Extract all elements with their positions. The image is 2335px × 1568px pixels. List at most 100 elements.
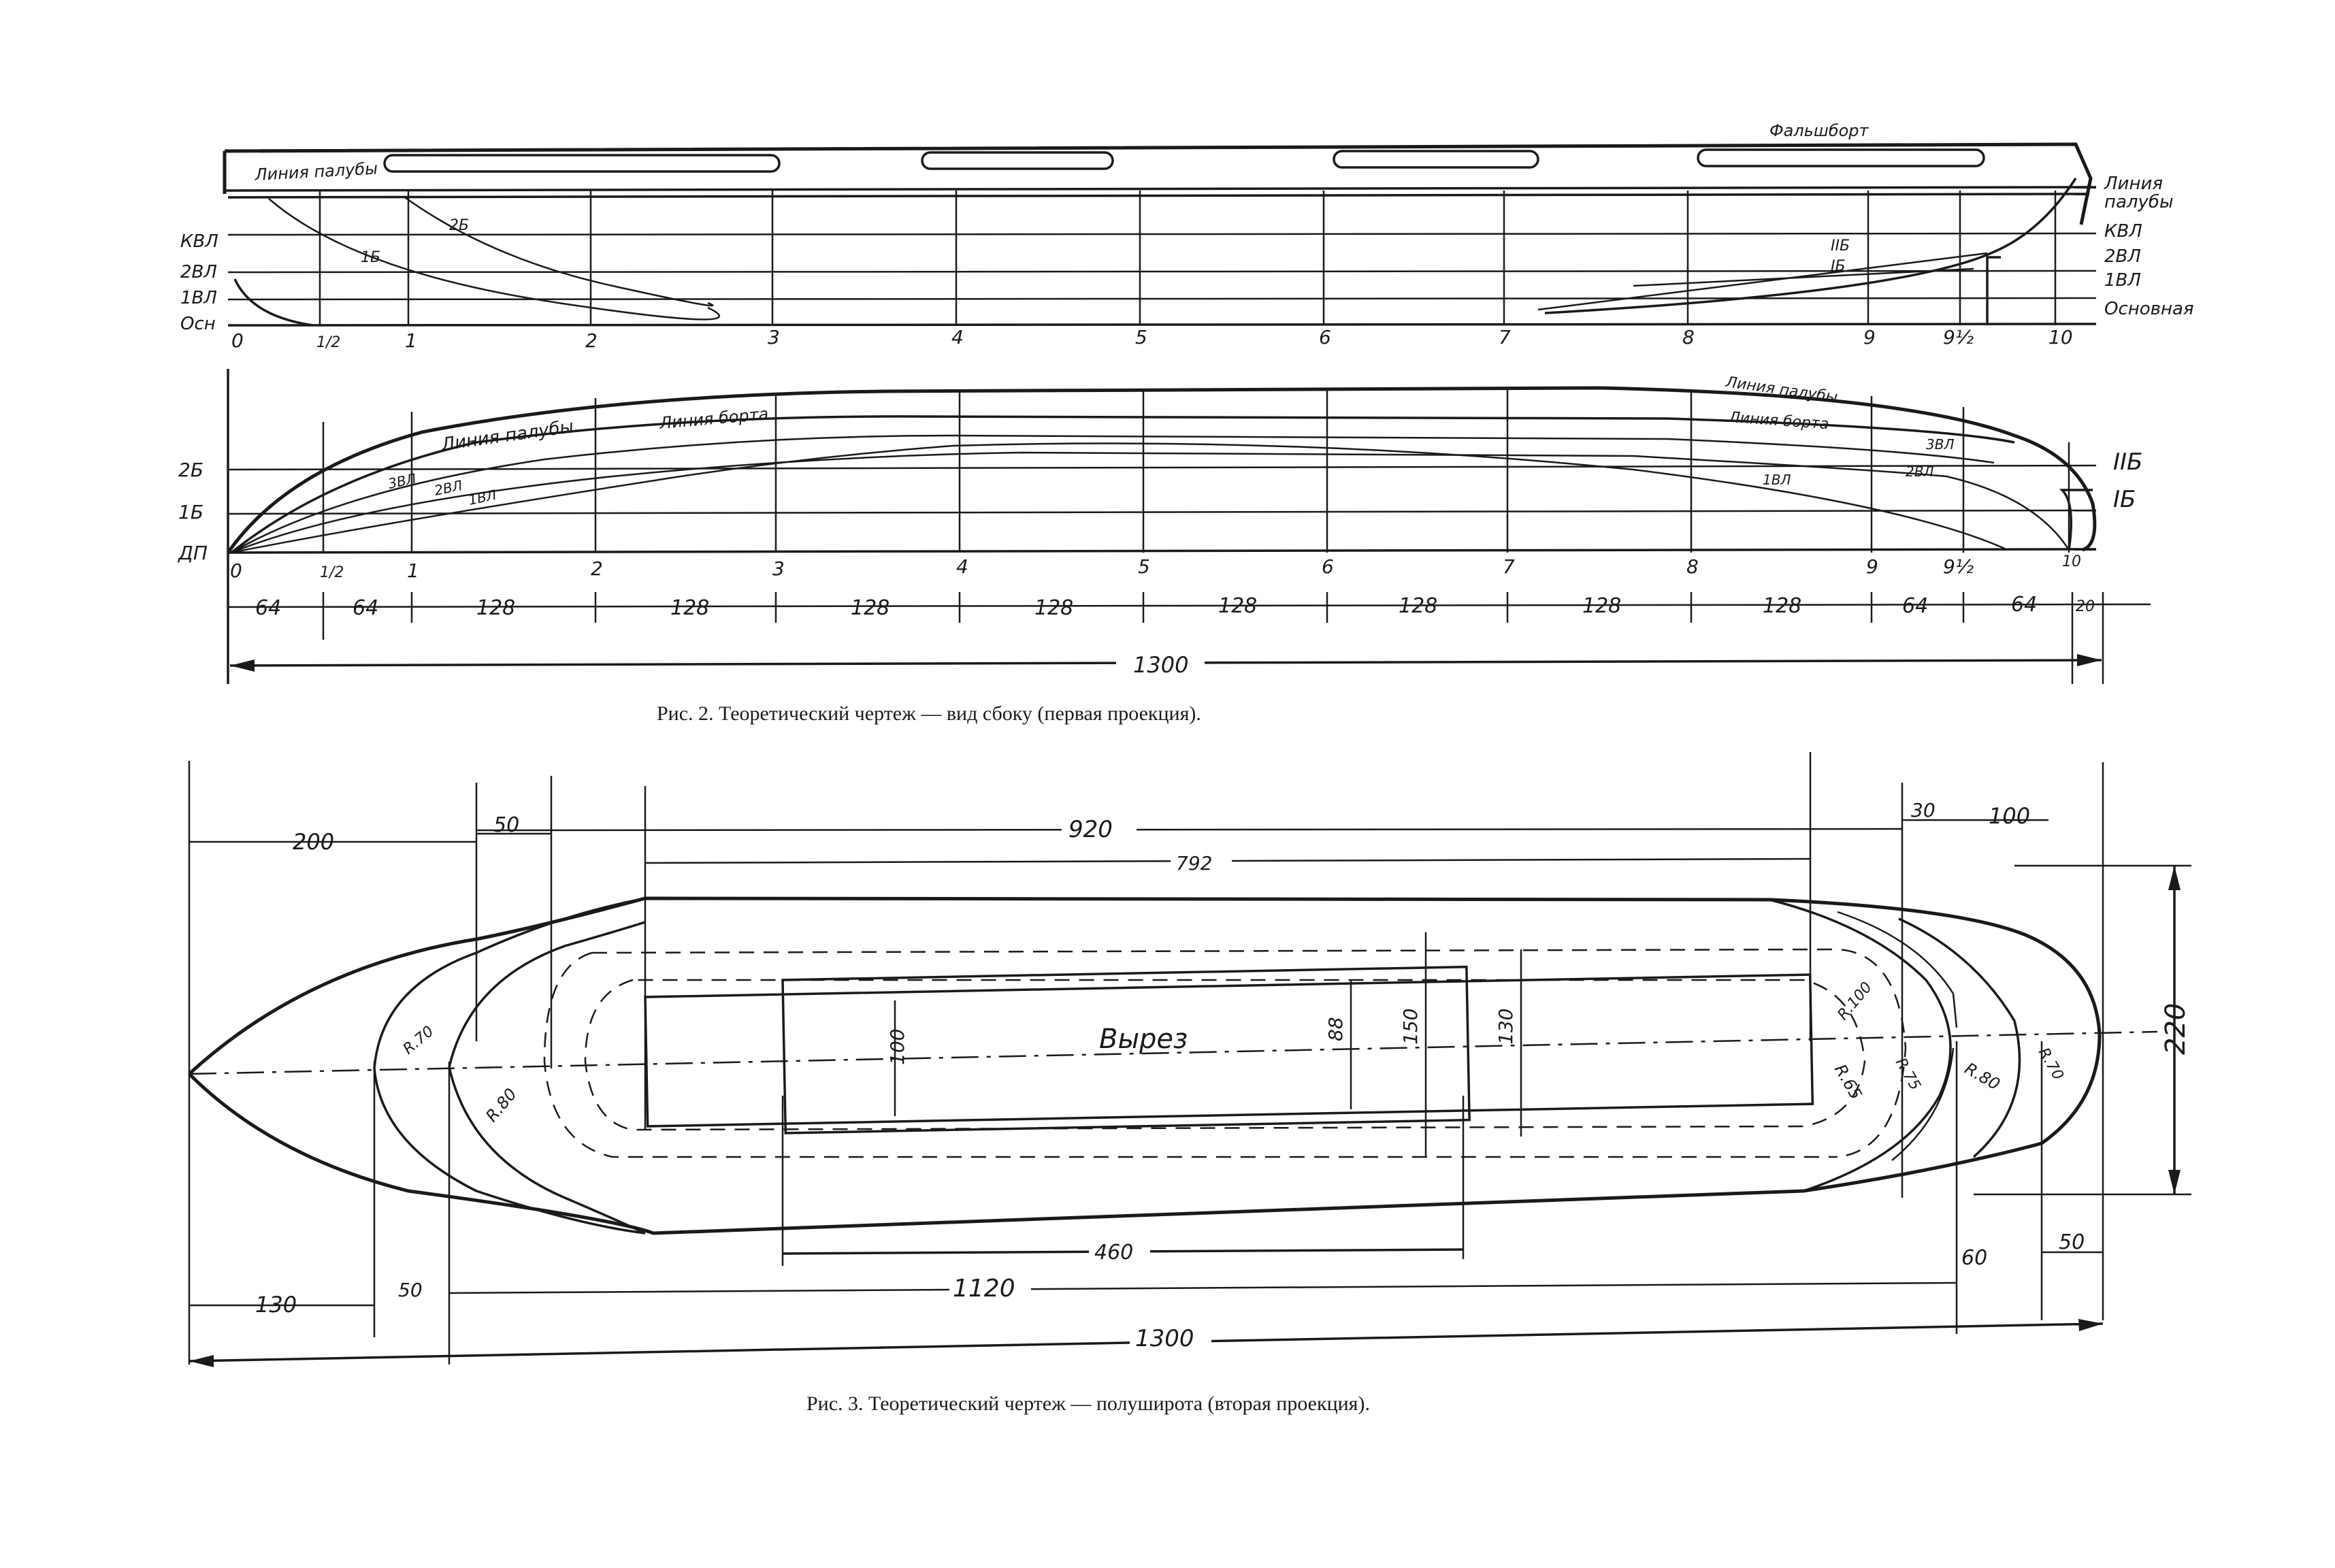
spacing-10: 64 bbox=[1902, 594, 1928, 618]
station-bottom-0: 0 bbox=[230, 559, 242, 582]
radius-r80-stern: R.80 bbox=[1961, 1059, 2003, 1094]
dim-50-bottom: 50 bbox=[398, 1279, 423, 1301]
buttock-2b-line bbox=[227, 464, 2097, 471]
station-top-10: 10 bbox=[2048, 326, 2073, 348]
dim-220: 220 bbox=[2160, 1003, 2191, 1055]
spacing-1: 64 bbox=[353, 596, 378, 620]
buttock-1b-line bbox=[227, 509, 2097, 515]
fig3-caption: Рис. 3. Теоретический чертеж — полуширот… bbox=[806, 1392, 1370, 1415]
baseline bbox=[227, 323, 2097, 327]
hull-outline-bottom bbox=[188, 1073, 2042, 1235]
row-label-right-iib: IIБ bbox=[2113, 448, 2142, 476]
stern-contour-3 bbox=[1837, 911, 1958, 1161]
deck-edge-line bbox=[227, 193, 2090, 199]
station-lines-top bbox=[319, 191, 2057, 325]
total-length-label: 1300 bbox=[1133, 652, 1188, 678]
row-label-1vl: 1ВЛ bbox=[180, 288, 217, 308]
falshbort-label: Фальшборт bbox=[1769, 121, 1869, 140]
stem-curve bbox=[233, 278, 314, 327]
curve-label-2b: 2Б bbox=[449, 217, 469, 234]
dashed-inner-contour-3 bbox=[584, 979, 1866, 1131]
station-top-half: 1/2 bbox=[316, 334, 340, 351]
stern-contour-2 bbox=[1898, 917, 2021, 1158]
station-top-8: 8 bbox=[1682, 326, 1695, 348]
buttock-1b-aft bbox=[1633, 267, 1974, 287]
dim-460: 460 bbox=[1094, 1241, 1133, 1264]
stern-post bbox=[1986, 256, 2001, 325]
radius-r75: R.75 bbox=[1892, 1056, 1924, 1094]
dim-50-top: 50 bbox=[493, 813, 519, 837]
radius-r70-bow: R.70 bbox=[400, 1023, 438, 1058]
station-bottom-4: 4 bbox=[956, 555, 968, 578]
board-line-label-plan: Линия борта bbox=[658, 404, 769, 433]
bulwark-opening-1 bbox=[383, 154, 781, 173]
spacing-7: 128 bbox=[1399, 594, 1437, 618]
row-label-osn: Осн bbox=[180, 314, 216, 334]
station-bottom-2: 2 bbox=[591, 557, 603, 580]
wl-label-1vl-left: 1ВЛ bbox=[467, 487, 498, 508]
spacing-dimension-line bbox=[227, 603, 2151, 608]
dim-100: 100 bbox=[886, 1029, 909, 1065]
station-bottom-9half: 9½ bbox=[1943, 555, 1974, 578]
fig2-plan-view: 2Б 1Б ДП IIБ IБ Линия палубы Линия борта… bbox=[177, 369, 2151, 725]
deck-line-label-right-2: палубы bbox=[2104, 192, 2174, 212]
wl-label-1vl-right: 1ВЛ bbox=[1763, 472, 1791, 488]
dim-88: 88 bbox=[1324, 1017, 1347, 1041]
spacing-ticks bbox=[322, 592, 2104, 684]
waterline-1vl-plan bbox=[231, 442, 2008, 554]
beam-arrow-bottom bbox=[2168, 1170, 2181, 1194]
dim-130-bottom: 130 bbox=[255, 1292, 297, 1318]
bulwark-opening-3 bbox=[1333, 150, 1539, 169]
bulwark-opening-4 bbox=[1697, 148, 1985, 167]
wl-label-3vl-right: 3ВЛ bbox=[1926, 436, 1954, 453]
station-bottom-7: 7 bbox=[1503, 555, 1515, 578]
row-label-right-2vl: 2ВЛ bbox=[2104, 246, 2141, 267]
station-bottom-9: 9 bbox=[1866, 555, 1878, 578]
station-top-4: 4 bbox=[951, 326, 964, 348]
row-label-2b: 2Б bbox=[178, 459, 203, 481]
row-label-right-1vl: 1ВЛ bbox=[2104, 270, 2141, 291]
radius-r70-stern: R.70 bbox=[2035, 1045, 2067, 1083]
dim-920-line bbox=[476, 828, 1903, 832]
inner-bow-contour-3 bbox=[448, 921, 646, 1068]
row-label-2vl: 2ВЛ bbox=[180, 262, 217, 282]
stern-transom-plan bbox=[2059, 489, 2093, 551]
spacing-4: 128 bbox=[851, 596, 889, 620]
dashed-inner-contour-2 bbox=[591, 948, 1907, 1158]
dim-792-bg bbox=[1171, 849, 1232, 872]
deck-line-profile bbox=[224, 186, 2097, 192]
waterline-kvl bbox=[227, 232, 2097, 236]
waterline-1vl bbox=[227, 297, 2097, 301]
station-top-9: 9 bbox=[1863, 326, 1876, 348]
row-label-dp: ДП bbox=[177, 542, 208, 564]
dim-920-bg bbox=[1062, 813, 1137, 843]
station-top-7: 7 bbox=[1499, 326, 1511, 348]
wl-label-3vl-left: 3ВЛ bbox=[387, 470, 418, 492]
spacing-3: 128 bbox=[670, 596, 709, 620]
waterline-2vl-plan bbox=[231, 451, 2070, 554]
station-bottom-3: 3 bbox=[772, 557, 785, 580]
row-label-right-ib: IБ bbox=[2113, 486, 2136, 513]
dim-100-top: 100 bbox=[1989, 803, 2030, 829]
station-numbers-top: 0 1/2 1 2 3 4 5 6 7 8 9 9½ 10 bbox=[231, 326, 2073, 352]
arrow-left bbox=[230, 659, 255, 672]
spacing-12: 20 bbox=[2076, 598, 2095, 615]
dim-1300-bg bbox=[1130, 1324, 1211, 1354]
station-top-6: 6 bbox=[1319, 326, 1331, 348]
dim-50-right: 50 bbox=[2059, 1230, 2085, 1254]
buttock-2b-aft bbox=[1537, 252, 1988, 311]
spacing-11: 64 bbox=[2011, 593, 2037, 617]
row-label-right-kvl: КВЛ bbox=[2104, 221, 2142, 242]
dim-1300-arrow-left bbox=[189, 1355, 214, 1367]
deck-line-label-left: Линия палубы bbox=[254, 159, 378, 184]
dim-60: 60 bbox=[1961, 1246, 1987, 1270]
station-top-9half: 9½ bbox=[1943, 326, 1974, 348]
spacing-8: 128 bbox=[1582, 594, 1621, 618]
station-top-5: 5 bbox=[1135, 326, 1147, 348]
inner-bow-contour-1 bbox=[373, 897, 646, 1069]
deck-line-plan bbox=[226, 386, 2097, 554]
row-label-1b: 1Б bbox=[178, 501, 203, 523]
fig3-half-breadth: Вырез 100 88 150 130 220 R.70 R.80 R.100… bbox=[188, 752, 2191, 1415]
dim-130: 130 bbox=[1495, 1009, 1517, 1045]
